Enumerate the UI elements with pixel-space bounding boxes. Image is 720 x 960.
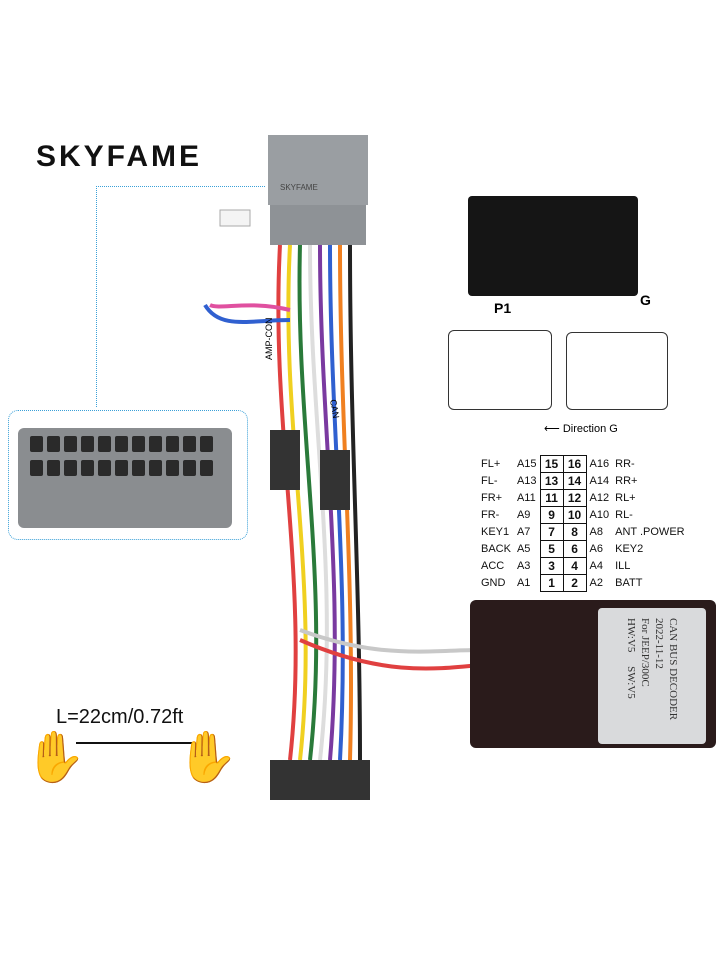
hand-left-icon: ✋ <box>24 729 87 785</box>
decoder-hw: HW:V5 <box>625 618 637 653</box>
direction-indicator: ⟵ Direction G <box>544 422 618 435</box>
pin-right-id: A4 <box>589 560 604 572</box>
pin-left-function: FR+ <box>481 492 503 504</box>
pin-right-number: 14 <box>562 472 587 490</box>
pin-left-function: FR- <box>481 509 500 521</box>
pin-right-function: BATT <box>615 577 643 589</box>
pin-left-function: BACK <box>481 543 511 555</box>
tag-can: CAN <box>328 399 341 419</box>
vehicle-connector-face <box>18 428 232 528</box>
g-connector-drawing <box>566 332 668 410</box>
pin-right-function: RR+ <box>615 475 638 487</box>
pin-left-number: 5 <box>539 540 564 558</box>
pin-left-id: A13 <box>516 475 537 487</box>
head-unit-connector <box>468 196 638 296</box>
pin-right-number: 6 <box>562 540 587 558</box>
pin-right-function: KEY2 <box>615 543 644 555</box>
tag-amp-con: AMP-CON <box>264 318 274 361</box>
length-label: L=22cm/0.72ft <box>56 706 184 728</box>
pin-right-id: A14 <box>589 475 610 487</box>
pin-left-function: GND <box>481 577 506 589</box>
pin-right-function: ILL <box>615 560 631 572</box>
top-connector-label: SKYFAME <box>280 183 318 192</box>
decoder-date: 2022-11-12 <box>653 618 665 669</box>
pin-left-number: 3 <box>539 557 564 575</box>
pin-left-function: FL+ <box>481 458 501 470</box>
decoder-label: CAN BUS DECODER 2022-11-12 For JEEP/300C… <box>598 608 706 744</box>
pin-right-number: 10 <box>562 506 587 524</box>
can-connector <box>320 450 350 510</box>
pin-left-function: FL- <box>481 475 498 487</box>
pin-right-function: RR- <box>615 458 635 470</box>
pin-right-number: 2 <box>562 574 587 592</box>
pin-right-number: 4 <box>562 557 587 575</box>
pin-right-id: A12 <box>589 492 610 504</box>
pin-right-id: A2 <box>589 577 604 589</box>
pin-left-id: A11 <box>516 492 536 504</box>
pin-left-function: ACC <box>481 560 505 572</box>
direction-label: Direction G <box>562 423 618 435</box>
pin-right-function: RL- <box>615 509 633 521</box>
output-connector <box>270 760 370 800</box>
decoder-title: CAN BUS DECODER <box>667 618 679 721</box>
decoder-model: For JEEP/300C <box>639 618 651 687</box>
pin-left-id: A9 <box>516 509 531 521</box>
pin-left-id: A15 <box>516 458 537 470</box>
pin-left-function: KEY1 <box>481 526 510 538</box>
pin-left-number: 11 <box>539 489 564 507</box>
callout-line <box>96 186 265 407</box>
pin-right-function: RL+ <box>615 492 636 504</box>
pin-left-number: 1 <box>539 574 564 592</box>
g-label: G <box>640 292 651 308</box>
pin-left-number: 9 <box>539 506 564 524</box>
pin-right-id: A16 <box>589 458 610 470</box>
callout-box <box>8 410 248 540</box>
pin-left-number: 15 <box>539 455 564 473</box>
pin-right-function: ANT .POWER <box>615 526 685 538</box>
pin-right-id: A10 <box>589 509 610 521</box>
length-line <box>76 742 194 744</box>
decoder-sw: SW:V5 <box>625 666 637 699</box>
arrow-left-icon: ⟵ <box>544 423 563 435</box>
pin-left-number: 13 <box>539 472 564 490</box>
pin-left-id: A3 <box>516 560 531 572</box>
p1-connector-drawing <box>448 330 552 410</box>
pin-right-id: A8 <box>589 526 604 538</box>
hand-right-icon: ✋ <box>176 729 239 785</box>
amp-connector <box>270 430 300 490</box>
pin-right-number: 16 <box>562 455 587 473</box>
pin-left-id: A7 <box>516 526 531 538</box>
white-plug <box>219 209 251 227</box>
pin-left-number: 7 <box>539 523 564 541</box>
brand-logo: SKYFAME <box>36 140 203 173</box>
p1-label: P1 <box>494 300 512 316</box>
wire-harness: AMP-CON CAN SKYFAME <box>203 135 481 800</box>
pin-left-id: A1 <box>516 577 531 589</box>
pin-right-number: 12 <box>562 489 587 507</box>
pin-right-number: 8 <box>562 523 587 541</box>
top-connector <box>268 135 368 205</box>
pin-right-id: A6 <box>589 543 604 555</box>
pin-left-id: A5 <box>516 543 531 555</box>
